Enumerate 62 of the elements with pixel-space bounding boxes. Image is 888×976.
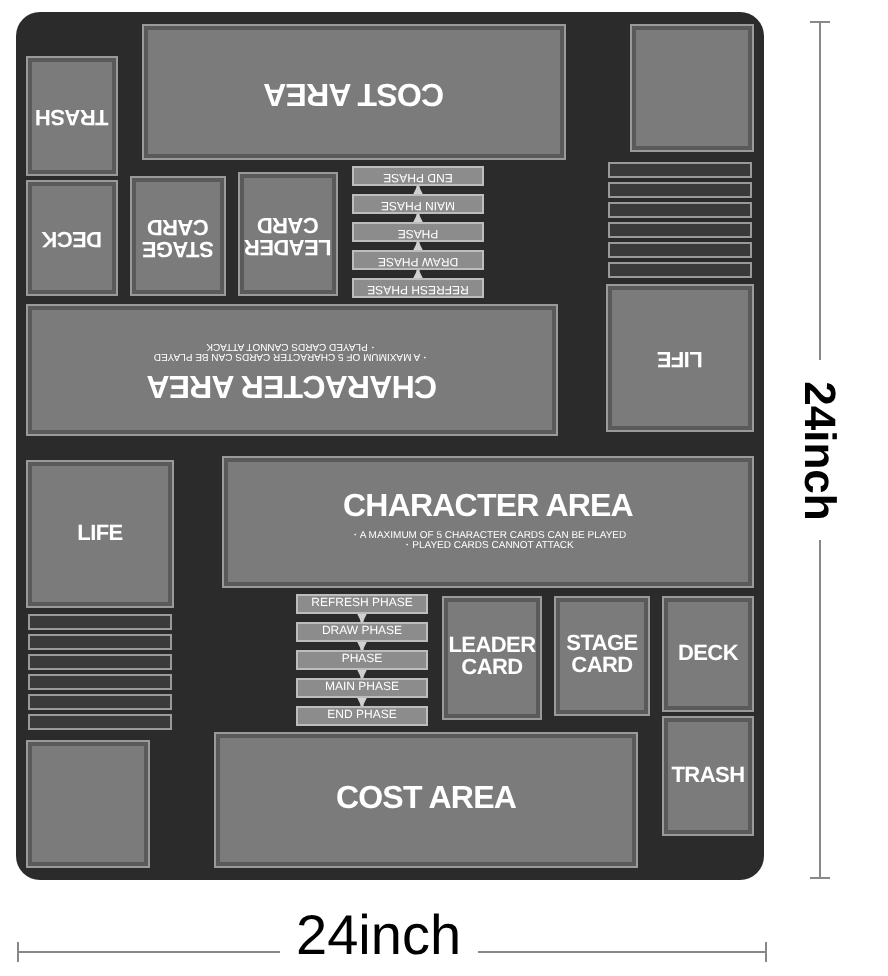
card-zone <box>664 598 752 710</box>
life-slot <box>608 222 752 238</box>
life-slot <box>28 634 172 650</box>
phase-box <box>352 194 484 214</box>
zone-area <box>144 26 564 158</box>
zone-label: CHARACTER AREA <box>147 368 437 400</box>
card-zone <box>664 718 752 834</box>
card-zone <box>444 598 540 718</box>
flow-arrow <box>412 240 424 253</box>
flow-arrow <box>356 667 368 680</box>
zone-label: STAGE CARD <box>140 214 216 258</box>
life-slot <box>608 162 752 178</box>
phase-box <box>296 594 428 614</box>
zone-label: COST AREA <box>335 784 517 816</box>
flow-arrow <box>356 695 368 708</box>
phase-box <box>296 650 428 670</box>
life-slot <box>608 242 752 258</box>
phase-box <box>296 622 428 642</box>
card-zone <box>28 462 172 606</box>
card-zone <box>556 598 648 714</box>
zone-label: LEADER CARD <box>448 636 536 680</box>
life-slot <box>28 614 172 630</box>
zone-area <box>216 734 636 866</box>
zone-label: LIFE <box>77 523 123 545</box>
card-zone <box>132 178 224 294</box>
flow-arrow <box>412 184 424 197</box>
flow-arrow <box>356 639 368 652</box>
life-slot <box>28 714 172 730</box>
phase-box <box>352 278 484 298</box>
card-zone <box>240 174 336 294</box>
zone-area <box>28 306 556 434</box>
zone-label: LIFE <box>657 347 703 369</box>
card-zone <box>632 26 752 150</box>
zone-label: CHARACTER AREA <box>343 492 633 524</box>
zone-label: DECK <box>41 227 103 249</box>
zone-label: TRASH <box>671 765 745 787</box>
life-slot <box>28 674 172 690</box>
zone-area <box>224 458 752 586</box>
flow-arrow <box>412 212 424 225</box>
phase-box <box>352 250 484 270</box>
card-zone <box>28 742 148 866</box>
card-zone <box>28 58 116 174</box>
zone-label: COST AREA <box>263 76 445 108</box>
phase-box <box>352 166 484 186</box>
phase-box <box>296 678 428 698</box>
zone-label: TRASH <box>35 105 109 127</box>
dimension-label: 24inch <box>793 380 847 520</box>
dimension-label: 24inch <box>296 902 462 970</box>
zone-label: STAGE CARD <box>564 634 640 678</box>
phase-box <box>296 706 428 726</box>
life-slot <box>28 654 172 670</box>
life-slot <box>28 694 172 710</box>
life-slot <box>608 202 752 218</box>
zone-label: DECK <box>677 643 739 665</box>
card-zone <box>28 182 116 294</box>
phase-box <box>352 222 484 242</box>
card-zone <box>608 286 752 430</box>
zone-label: LEADER CARD <box>244 212 332 256</box>
flow-arrow <box>356 611 368 624</box>
life-slot <box>608 182 752 198</box>
life-slot <box>608 262 752 278</box>
flow-arrow <box>412 268 424 281</box>
